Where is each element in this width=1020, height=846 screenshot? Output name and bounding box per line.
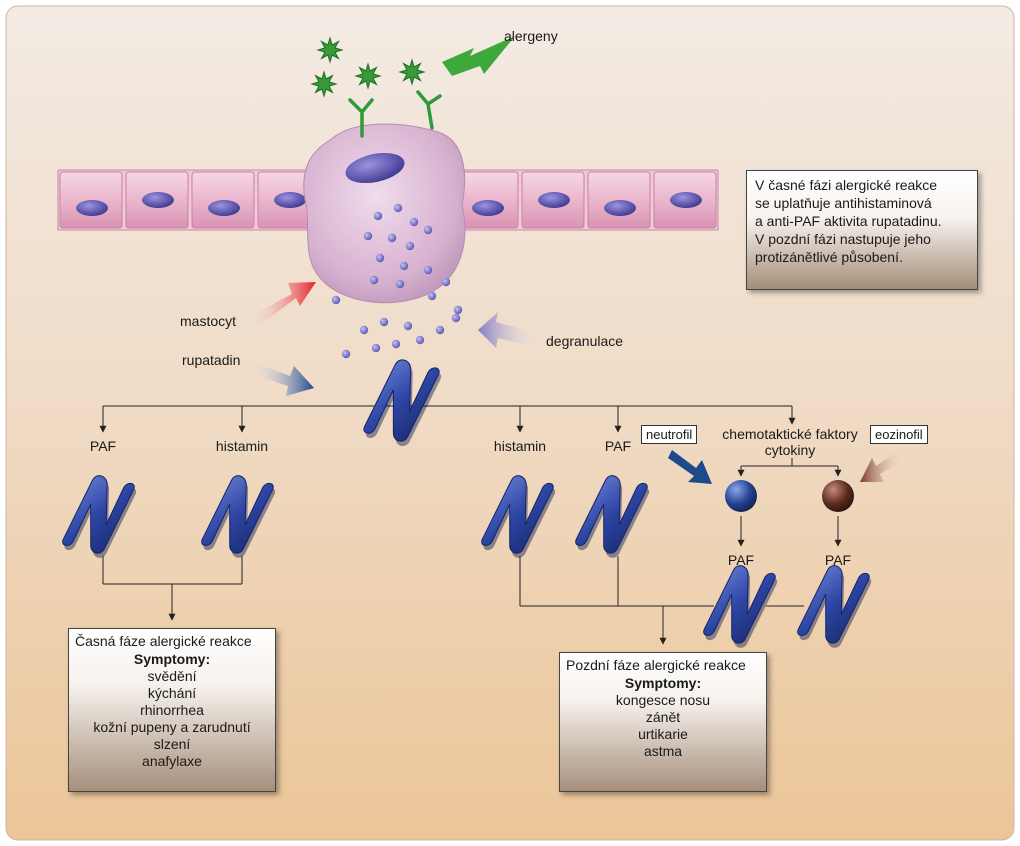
mast-cell-nucleus	[345, 152, 405, 184]
epithelial-nucleus	[472, 200, 504, 216]
granule	[427, 291, 437, 301]
granule	[393, 203, 403, 213]
epithelial-cell	[587, 171, 651, 229]
early-symptom-item: kožní pupeny a zarudnutí	[93, 719, 251, 735]
granule	[359, 325, 369, 335]
granule	[379, 317, 389, 327]
arrow-allergen	[442, 36, 520, 76]
late-symptom-item: zánět	[645, 709, 681, 725]
late-symptom-item: astma	[643, 743, 683, 759]
epithelial-cell	[59, 171, 123, 229]
eosinophil-cell	[822, 480, 854, 512]
granule	[403, 321, 413, 331]
granule	[405, 241, 415, 251]
early-symptoms-label: Symptomy:	[133, 651, 211, 667]
label-rupatadine: rupatadin	[182, 352, 241, 368]
epithelial-cell	[191, 171, 255, 229]
late-phase-title: Pozdní fáze alergické reakce	[566, 657, 746, 673]
info-note: V časné fázi alergické reakce se uplatňu…	[746, 170, 978, 290]
granule	[391, 339, 401, 349]
granule	[369, 275, 379, 285]
note-line: se uplatňuje antihistaminová	[755, 195, 932, 211]
early-symptom-item: rhinorrhea	[140, 702, 204, 718]
early-symptom-item: anafylaxe	[142, 753, 202, 769]
label-eosinophil: eozinofil	[870, 425, 928, 444]
granule	[435, 325, 445, 335]
granule	[451, 313, 461, 323]
granule	[415, 335, 425, 345]
allergen-particle	[354, 62, 382, 90]
early-symptom-item: slzení	[153, 736, 191, 752]
arrow-eosinophil	[860, 450, 904, 482]
label-histamine-right: histamin	[493, 438, 547, 454]
epithelial-nucleus	[208, 200, 240, 216]
mast-cell	[303, 123, 466, 359]
label-cytokines: cytokiny	[764, 442, 816, 458]
late-symptom-item: urtikarie	[638, 726, 688, 742]
epithelial-nucleus	[604, 200, 636, 216]
label-histamine-left: histamin	[215, 438, 269, 454]
granule	[373, 211, 383, 221]
note-line: V časné fázi alergické reakce	[755, 177, 938, 193]
epithelial-cell	[125, 171, 189, 229]
allergen-particle	[398, 58, 426, 86]
note-line: V pozdní fázi nastupuje jeho	[755, 231, 931, 247]
late-symptoms-label: Symptomy:	[624, 675, 702, 691]
epithelial-cell	[521, 171, 585, 229]
granule	[423, 225, 433, 235]
connector-lines	[99, 405, 842, 645]
epithelial-cell	[653, 171, 717, 229]
early-symptom-item: svědění	[147, 668, 197, 684]
early-phase-box: Časná fáze alergické reakce Symptomy: sv…	[68, 628, 276, 792]
allergen-particle	[316, 36, 344, 64]
label-degranulation: degranulace	[546, 333, 624, 349]
epithelial-nucleus	[670, 192, 702, 208]
arrow-rupatadine	[252, 362, 314, 396]
label-chemotactic-factors: chemotaktické faktory	[722, 426, 858, 442]
label-allergens: alergeny	[504, 28, 558, 44]
epithelial-nucleus	[274, 192, 306, 208]
epithelial-nucleus	[538, 192, 570, 208]
late-symptom-item: kongesce nosu	[615, 692, 711, 708]
label-neutrophil: neutrofil	[641, 425, 698, 444]
granule	[423, 265, 433, 275]
granule	[395, 279, 405, 289]
granule	[371, 343, 381, 353]
note-line: a anti-PAF aktivita rupatadinu.	[755, 213, 942, 229]
allergen-particle	[310, 70, 338, 98]
granule	[341, 349, 351, 359]
note-line: protizánětlivé působení.	[755, 249, 903, 265]
label-paf-right: PAF	[604, 438, 632, 454]
label-paf-eosinophil: PAF	[824, 552, 852, 568]
arrow-neutrophil	[668, 450, 712, 484]
label-paf-left: PAF	[89, 438, 117, 454]
granule	[363, 231, 373, 241]
epithelial-nucleus	[76, 200, 108, 216]
receptors	[348, 90, 442, 138]
label-mast-cell: mastocyt	[180, 313, 237, 329]
early-symptom-item: kýchání	[147, 685, 197, 701]
granule	[409, 217, 419, 227]
granule	[331, 295, 341, 305]
epithelial-nucleus	[142, 192, 174, 208]
granule	[375, 253, 385, 263]
arrow-degranulation	[478, 312, 540, 348]
neutrophil-cell	[725, 480, 757, 512]
early-phase-title: Časná fáze alergické reakce	[75, 633, 252, 649]
granule	[441, 277, 451, 287]
granule	[387, 233, 397, 243]
label-paf-neutrophil: PAF	[727, 552, 755, 568]
epithelial-cell	[455, 171, 519, 229]
granule	[399, 261, 409, 271]
granule	[453, 305, 463, 315]
arrow-mast-cell	[250, 282, 316, 328]
late-phase-box: Pozdní fáze alergické reakce Symptomy: k…	[559, 652, 767, 792]
allergens	[310, 36, 426, 98]
